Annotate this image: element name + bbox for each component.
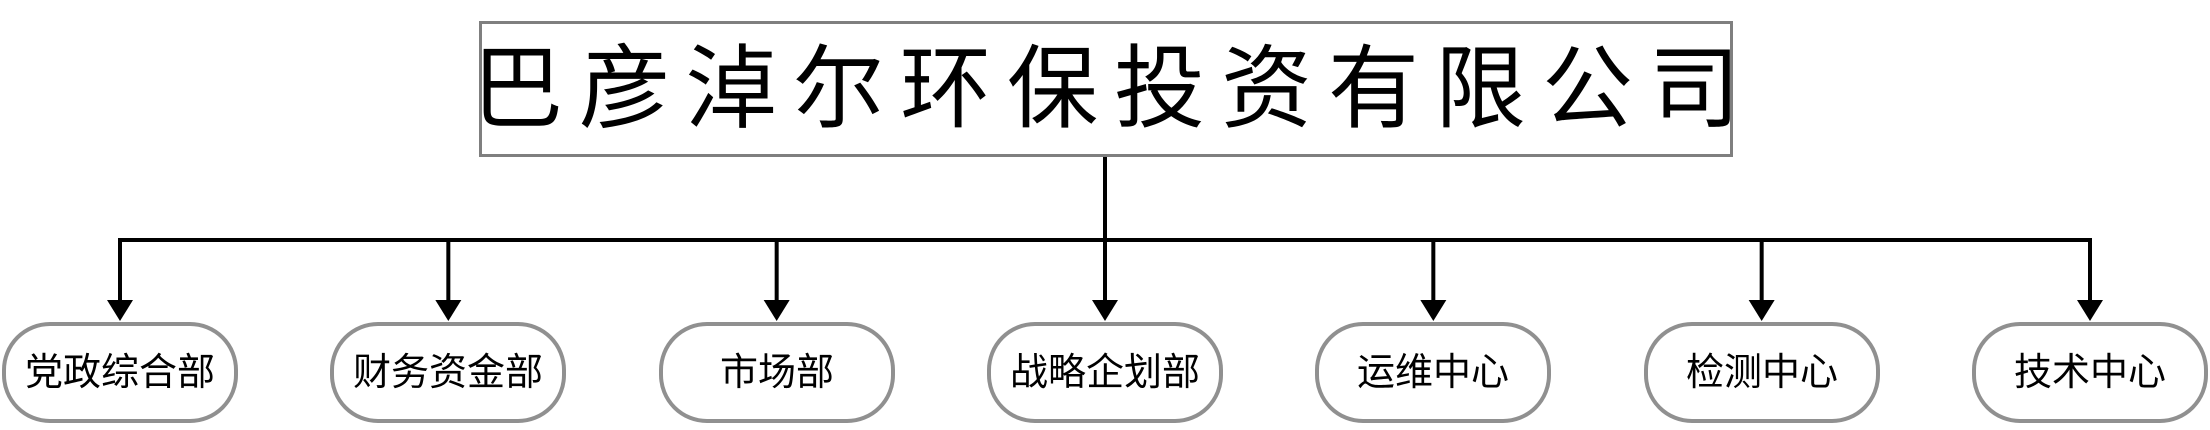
dept-node: 运维中心 [1315, 322, 1551, 423]
dept-node: 财务资金部 [330, 322, 566, 423]
dept-node: 技术中心 [1972, 322, 2208, 423]
root-node-company: 巴彦淖尔环保投资有限公司 [472, 21, 1740, 157]
dept-node-label: 市场部 [719, 351, 834, 394]
dept-node-label: 检测中心 [1685, 351, 1838, 394]
dept-node-label: 战略企划部 [1009, 351, 1200, 394]
dept-node: 市场部 [659, 322, 895, 423]
dept-node: 战略企划部 [987, 322, 1223, 423]
dept-node-label: 运维中心 [1356, 351, 1509, 394]
dept-node-label: 技术中心 [2013, 351, 2166, 394]
dept-node-label: 党政综合部 [24, 351, 215, 394]
dept-node: 党政综合部 [2, 322, 238, 423]
company-title: 巴彦淖尔环保投资有限公司 [472, 38, 1757, 140]
dept-node-label: 财务资金部 [352, 351, 543, 394]
dept-node: 检测中心 [1644, 322, 1880, 423]
